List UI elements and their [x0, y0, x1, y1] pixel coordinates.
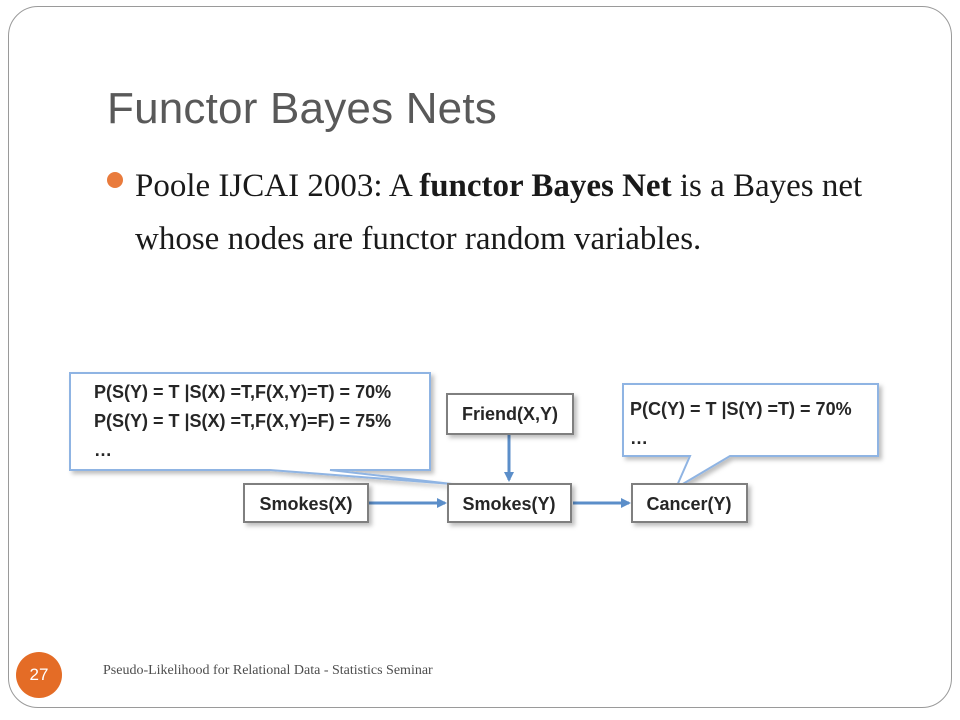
slide-title: Functor Bayes Nets — [107, 84, 497, 133]
cancer-callout-shape — [622, 383, 879, 491]
slide-frame — [8, 6, 952, 708]
node-friend-label: Friend(X,Y) — [462, 404, 558, 424]
bullet-bold-term: functor Bayes Net — [419, 168, 672, 204]
slide-number-badge: 27 — [16, 652, 62, 698]
smokes-cpt-line-2: P(S(Y) = T |S(X) =T,F(X,Y)=F) = 75% — [94, 411, 391, 431]
bullet-dot-icon — [107, 172, 123, 188]
cancer-cpt-line-2: … — [630, 428, 648, 448]
node-smokes-y-label: Smokes(Y) — [462, 494, 555, 514]
bullet-suffix: is a Bayes net whose nodes are functor r… — [135, 168, 863, 257]
node-cancer-label: Cancer(Y) — [646, 494, 731, 514]
smokes-cpt-line-1: P(S(Y) = T |S(X) =T,F(X,Y)=T) = 70% — [94, 382, 391, 402]
smokes-callout-shape — [69, 372, 453, 485]
footer-text: Pseudo-Likelihood for Relational Data - … — [103, 663, 433, 678]
node-smokes-x-label: Smokes(X) — [259, 494, 352, 514]
node-friend: Friend(X,Y) — [446, 393, 574, 435]
node-cancer: Cancer(Y) — [631, 483, 748, 523]
smokes-cpt-line-3: … — [94, 440, 112, 460]
cancer-cpt-line-1: P(C(Y) = T |S(Y) =T) = 70% — [630, 399, 852, 419]
node-smokes-x: Smokes(X) — [243, 483, 369, 523]
node-smokes-y: Smokes(Y) — [447, 483, 572, 523]
bullet-prefix: Poole IJCAI 2003: A — [135, 168, 420, 204]
smokes-cpt-callout: P(S(Y) = T |S(X) =T,F(X,Y)=T) = 70% P(S(… — [69, 372, 453, 485]
bullet-text: Poole IJCAI 2003: A functor Bayes Net is… — [135, 160, 865, 266]
cancer-cpt-callout: P(C(Y) = T |S(Y) =T) = 70% … — [622, 383, 879, 491]
